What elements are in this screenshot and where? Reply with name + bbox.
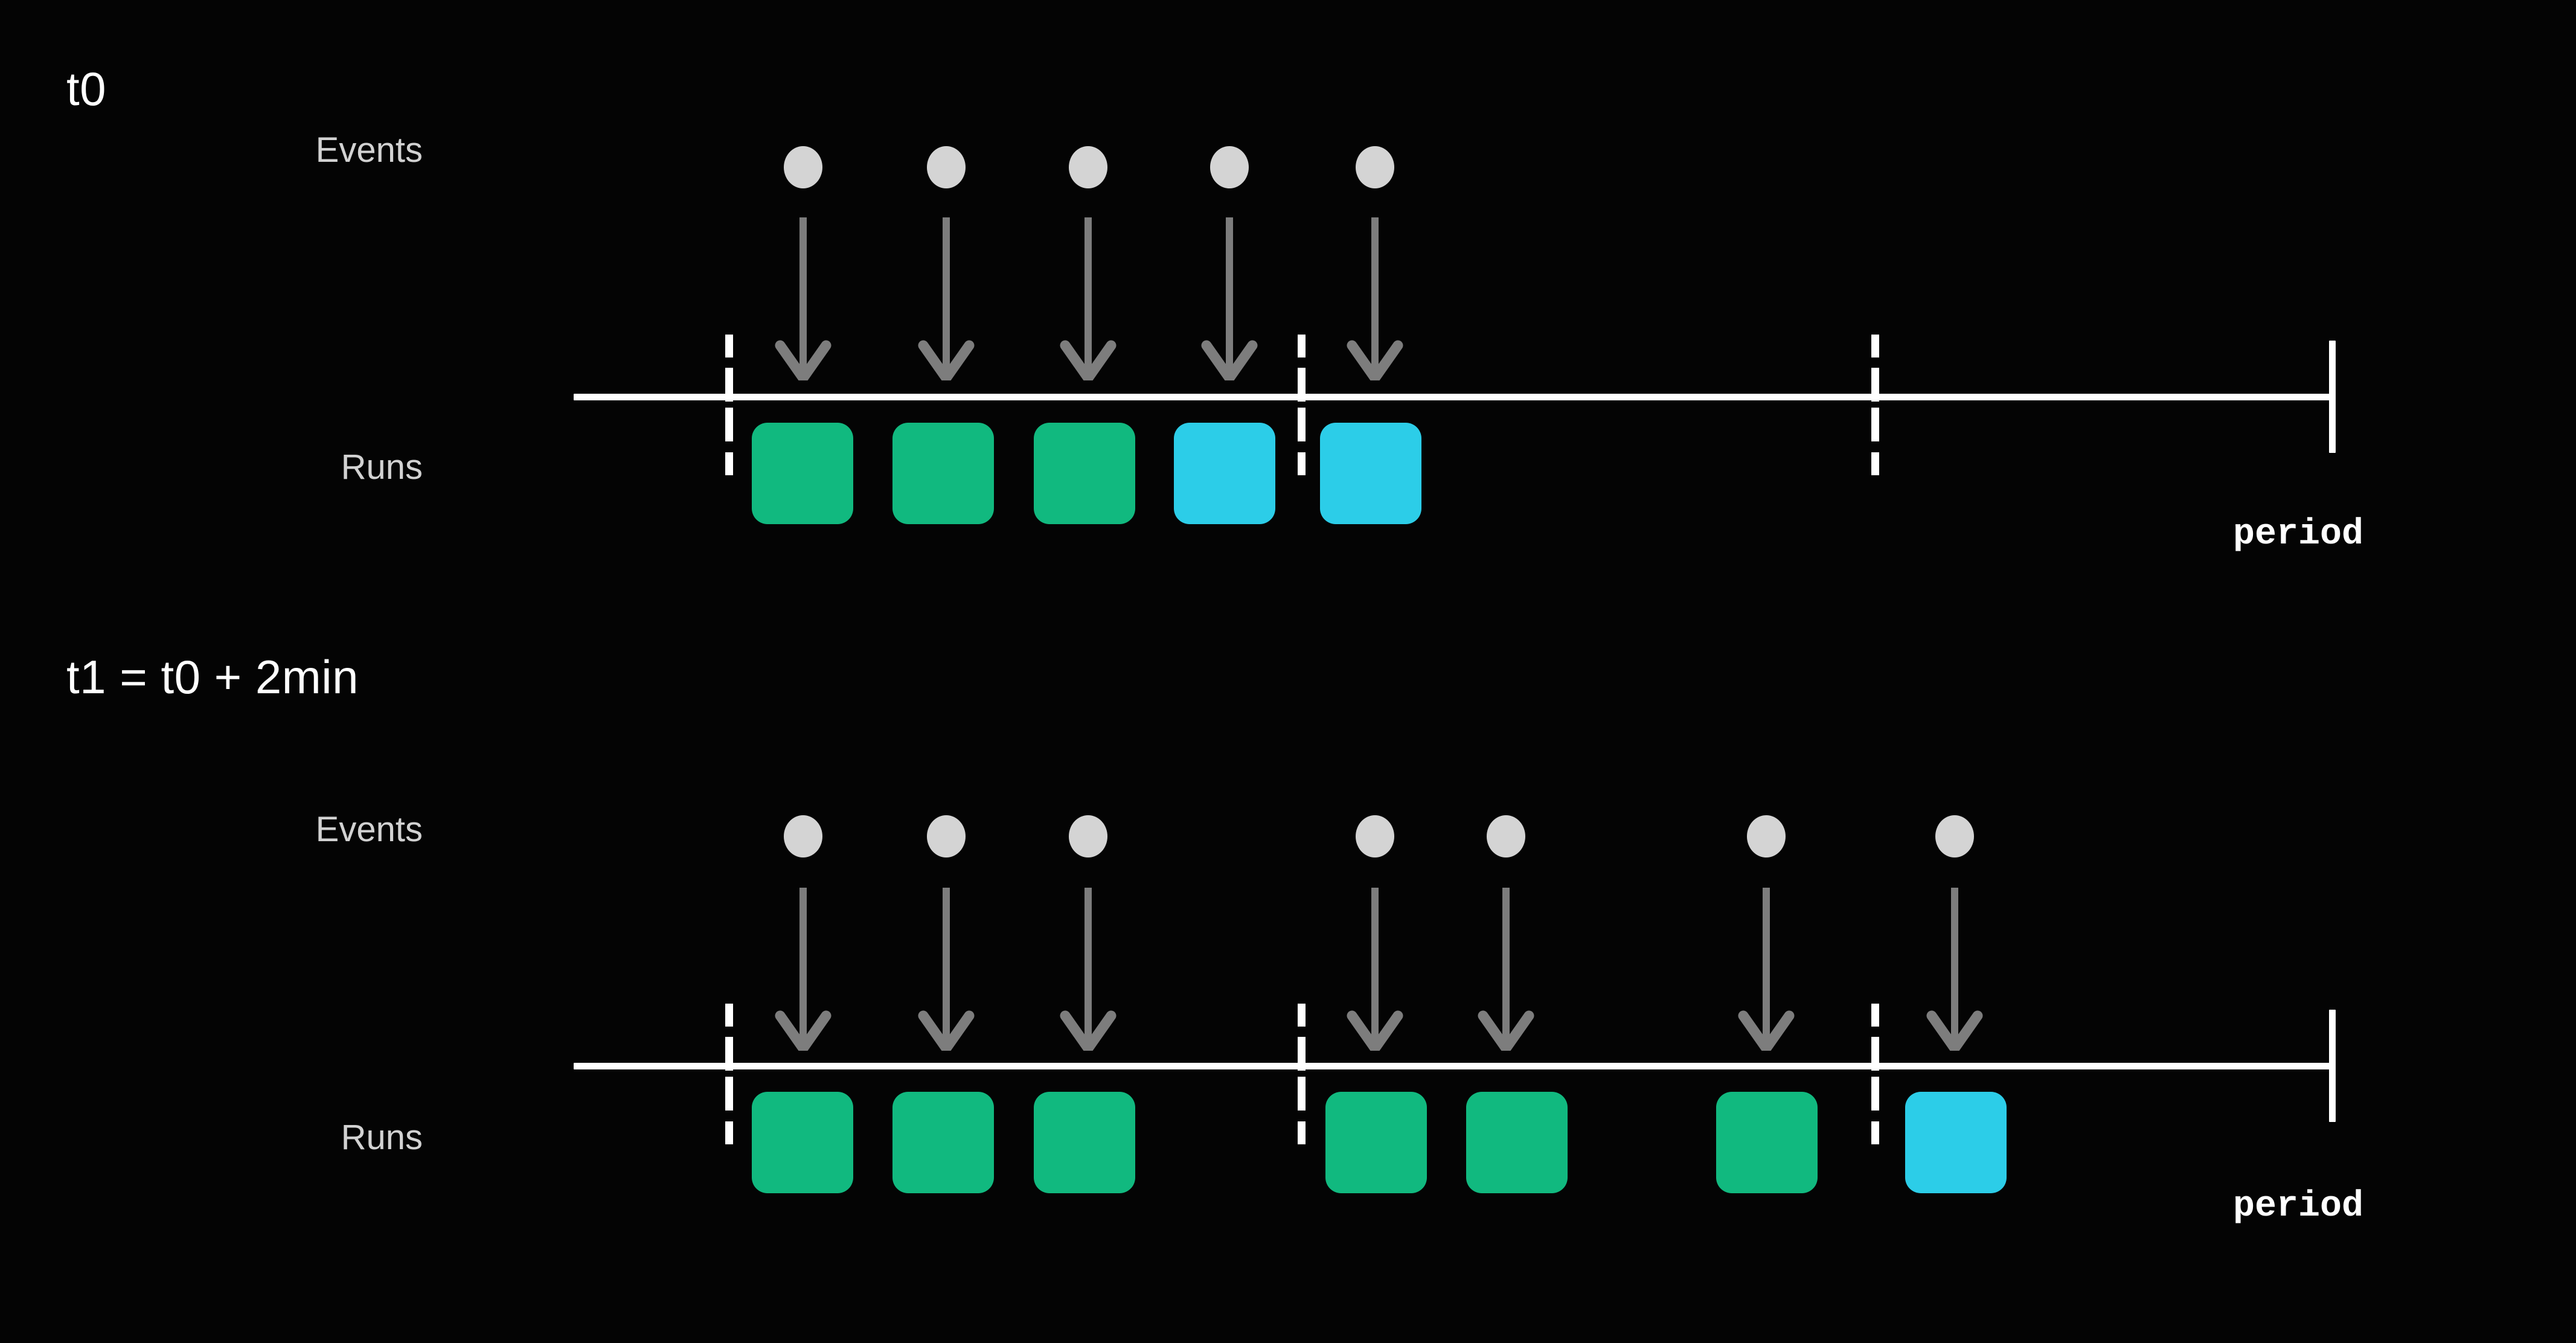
event-arrow-t0-4 [1342,217,1408,380]
timeline-axis-t1 [574,1063,2332,1069]
event-dot-t0-2 [1069,146,1107,188]
run-box-t1-4[interactable] [1466,1092,1568,1193]
event-arrow-t0-3 [1196,217,1263,380]
event-arrow-t1-2 [1055,888,1121,1051]
event-dot-t0-0 [784,146,822,188]
event-dot-t1-4 [1487,815,1525,857]
period-boundary-t0-0 [725,0,733,475]
run-box-t1-2[interactable] [1034,1092,1135,1193]
run-box-t1-1[interactable] [892,1092,994,1193]
timeline-title-t1: t1 = t0 + 2min [66,650,359,704]
event-dot-t0-4 [1356,146,1394,188]
event-dot-t1-0 [784,815,822,857]
period-label-t1: period [2233,1186,2364,1227]
event-arrow-t1-0 [770,888,836,1051]
event-dot-t1-5 [1747,815,1786,857]
event-dot-t1-1 [927,815,966,857]
run-box-t1-6[interactable] [1905,1092,2007,1193]
event-arrow-t1-1 [913,888,979,1051]
event-arrow-t1-6 [1921,888,1988,1051]
runs-row-label-t0: Runs [341,447,423,487]
event-arrow-t0-1 [913,217,979,380]
event-arrow-t1-5 [1733,888,1799,1051]
run-box-t0-2[interactable] [1034,423,1135,524]
period-end-tick-t0 [2329,341,2336,453]
event-arrow-t1-3 [1342,888,1408,1051]
run-box-t0-3[interactable] [1174,423,1275,524]
run-box-t1-3[interactable] [1325,1092,1427,1193]
timeline-axis-t0 [574,394,2332,400]
period-label-t0: period [2233,514,2364,555]
event-arrow-t0-2 [1055,217,1121,380]
run-box-t0-4[interactable] [1320,423,1421,524]
period-boundary-t1-0 [725,0,733,1144]
run-box-t0-1[interactable] [892,423,994,524]
period-boundary-t1-2 [1871,0,1879,1144]
event-arrow-t0-0 [770,217,836,380]
event-arrow-t1-4 [1473,888,1539,1051]
run-box-t0-0[interactable] [752,423,853,524]
run-box-t1-0[interactable] [752,1092,853,1193]
run-box-t1-5[interactable] [1716,1092,1818,1193]
timeline-title-t0: t0 [66,62,107,115]
events-row-label-t0: Events [315,130,423,170]
period-boundary-t0-2 [1871,0,1879,475]
event-dot-t1-6 [1935,815,1974,857]
period-boundary-t1-1 [1298,0,1306,1144]
period-end-tick-t1 [2329,1010,2336,1122]
event-dot-t0-3 [1210,146,1249,188]
period-boundary-t0-1 [1298,0,1306,475]
runs-row-label-t1: Runs [341,1118,423,1157]
event-dot-t0-1 [927,146,966,188]
event-dot-t1-2 [1069,815,1107,857]
events-row-label-t1: Events [315,810,423,849]
event-dot-t1-3 [1356,815,1394,857]
